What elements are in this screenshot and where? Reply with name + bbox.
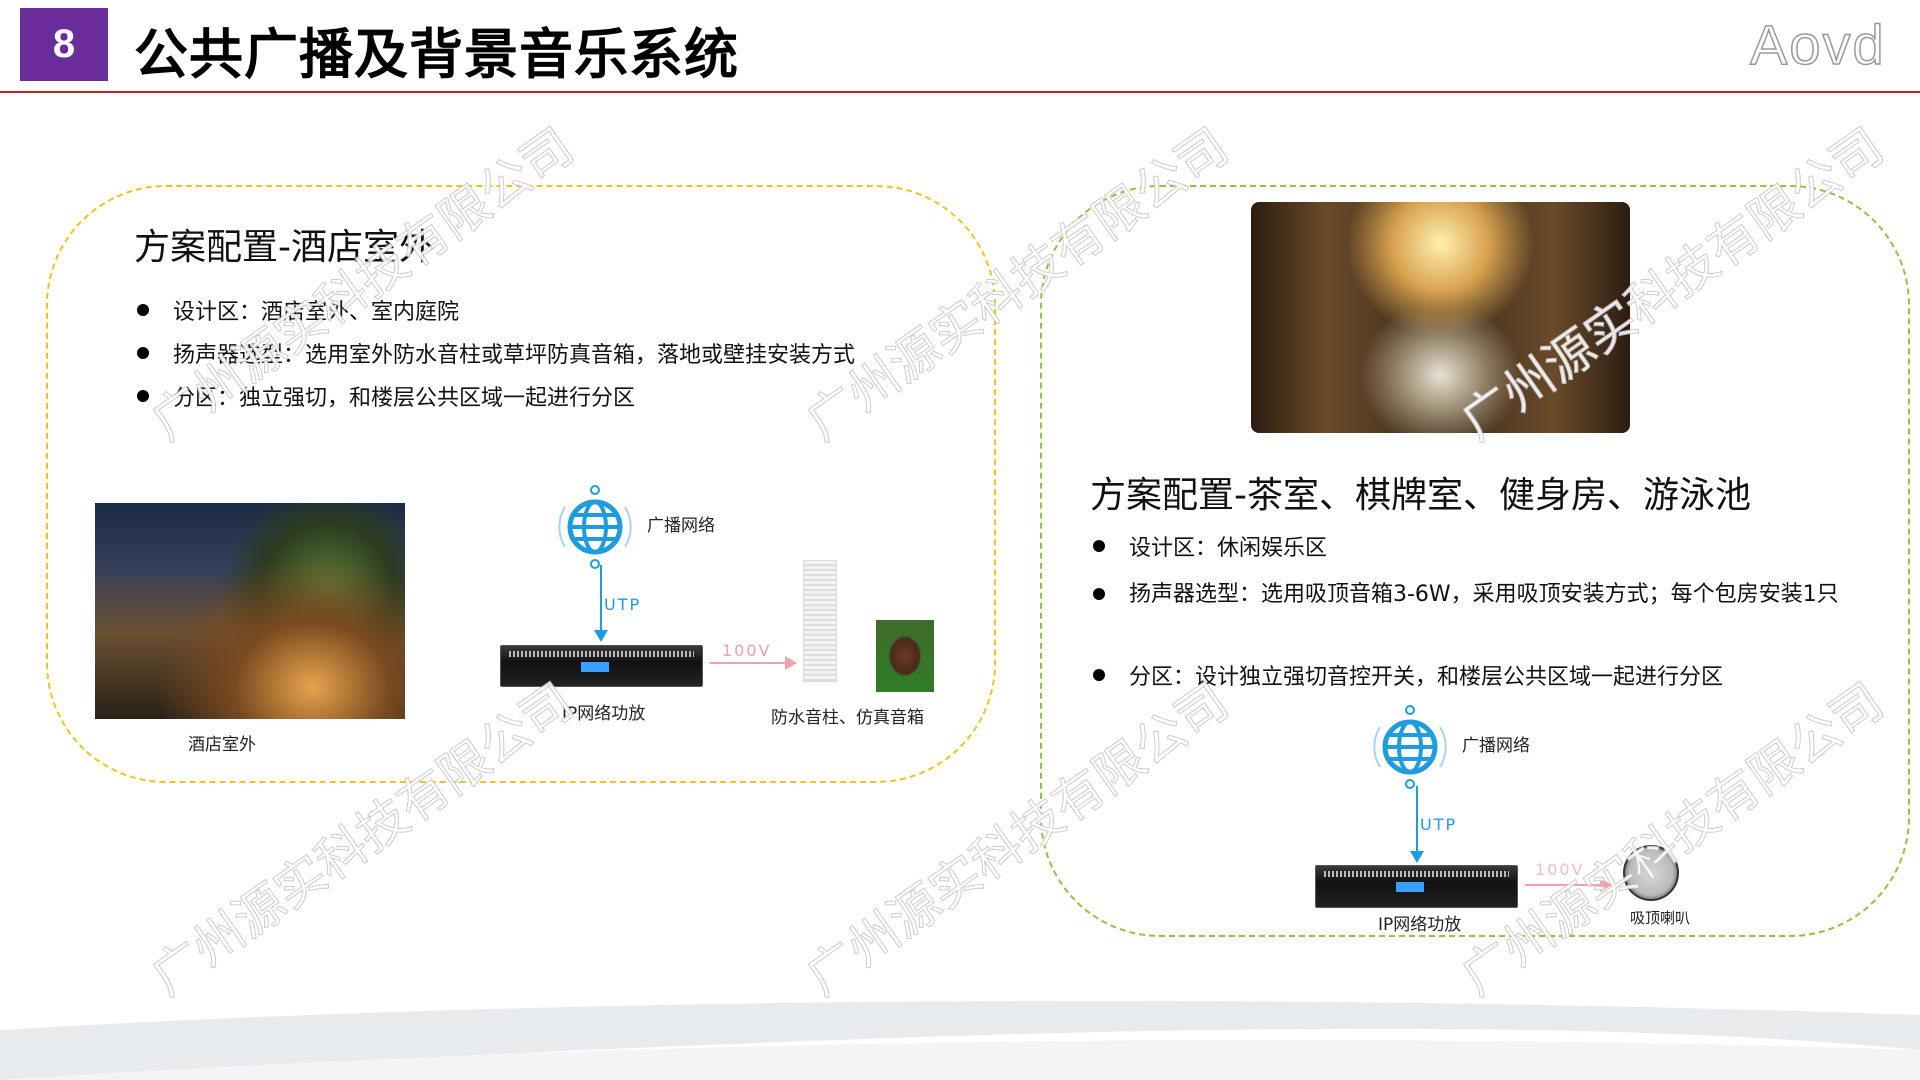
bullet-text: 分区：独立强切，和楼层公共区域一起进行分区	[173, 386, 636, 411]
utp-arrow	[594, 565, 608, 642]
speaker-caption: 防水音柱、仿真音箱	[771, 708, 924, 728]
ip-amplifier-image	[1315, 865, 1518, 908]
section-number-badge: 8	[20, 8, 108, 81]
right-bullet: 扬声器选型：选用吸顶音箱3-6W，采用吸顶安装方式；每个包房安装1只	[1093, 573, 1873, 616]
network-label: 广播网络	[1462, 736, 1530, 756]
footer-wave-decoration	[0, 1000, 1920, 1080]
voltage-arrow	[1525, 878, 1612, 892]
ip-amplifier-image	[500, 645, 703, 687]
bullet-text: 设计区：休闲娱乐区	[1129, 536, 1328, 561]
utp-label: UTP	[604, 595, 642, 614]
left-bullet: 分区：独立强切，和楼层公共区域一起进行分区	[137, 380, 635, 412]
right-bullet: 设计区：休闲娱乐区	[1093, 530, 1327, 562]
right-panel-title: 方案配置-茶室、棋牌室、健身房、游泳池	[1090, 475, 1751, 516]
bullet-text: 设计区：酒店室外、室内庭院	[173, 300, 460, 325]
column-speaker-image	[803, 560, 837, 682]
brand-logo: Aovd	[1749, 12, 1886, 77]
private-room-photo	[1251, 202, 1630, 433]
hotel-outdoor-panel	[46, 185, 996, 783]
voltage-label: 100V	[722, 641, 772, 660]
bullet-text: 扬声器选型：选用吸顶音箱3-6W，采用吸顶安装方式；每个包房安装1只	[1129, 582, 1839, 607]
bullet-text: 扬声器选型：选用室外防水音柱或草坪防真音箱，落地或壁挂安装方式	[173, 343, 856, 368]
left-bullet: 设计区：酒店室外、室内庭院	[137, 294, 459, 326]
photo-caption: 酒店室外	[188, 735, 256, 755]
hotel-outdoor-photo	[95, 503, 405, 719]
voltage-label: 100V	[1535, 860, 1585, 879]
utp-arrow	[1410, 786, 1424, 863]
amplifier-label: IP网络功放	[562, 704, 646, 724]
amplifier-label: IP网络功放	[1378, 915, 1462, 935]
left-bullet: 扬声器选型：选用室外防水音柱或草坪防真音箱，落地或壁挂安装方式	[137, 337, 855, 369]
globe-network-icon	[558, 485, 632, 569]
page-title: 公共广播及背景音乐系统	[134, 23, 739, 86]
bullet-text: 分区：设计独立强切音控开关，和楼层公共区域一起进行分区	[1129, 665, 1724, 690]
lawn-speaker-image	[876, 620, 934, 692]
globe-network-icon	[1373, 705, 1447, 789]
right-bullet: 分区：设计独立强切音控开关，和楼层公共区域一起进行分区	[1093, 659, 1723, 691]
leisure-area-panel	[1040, 185, 1910, 937]
header-divider	[0, 91, 1920, 93]
network-label: 广播网络	[647, 516, 715, 536]
voltage-arrow	[710, 656, 797, 670]
left-panel-title: 方案配置-酒店室外	[134, 227, 435, 268]
speaker-caption: 吸顶喇叭	[1630, 909, 1691, 927]
utp-label: UTP	[1420, 815, 1458, 834]
ceiling-speaker-image	[1623, 845, 1679, 901]
